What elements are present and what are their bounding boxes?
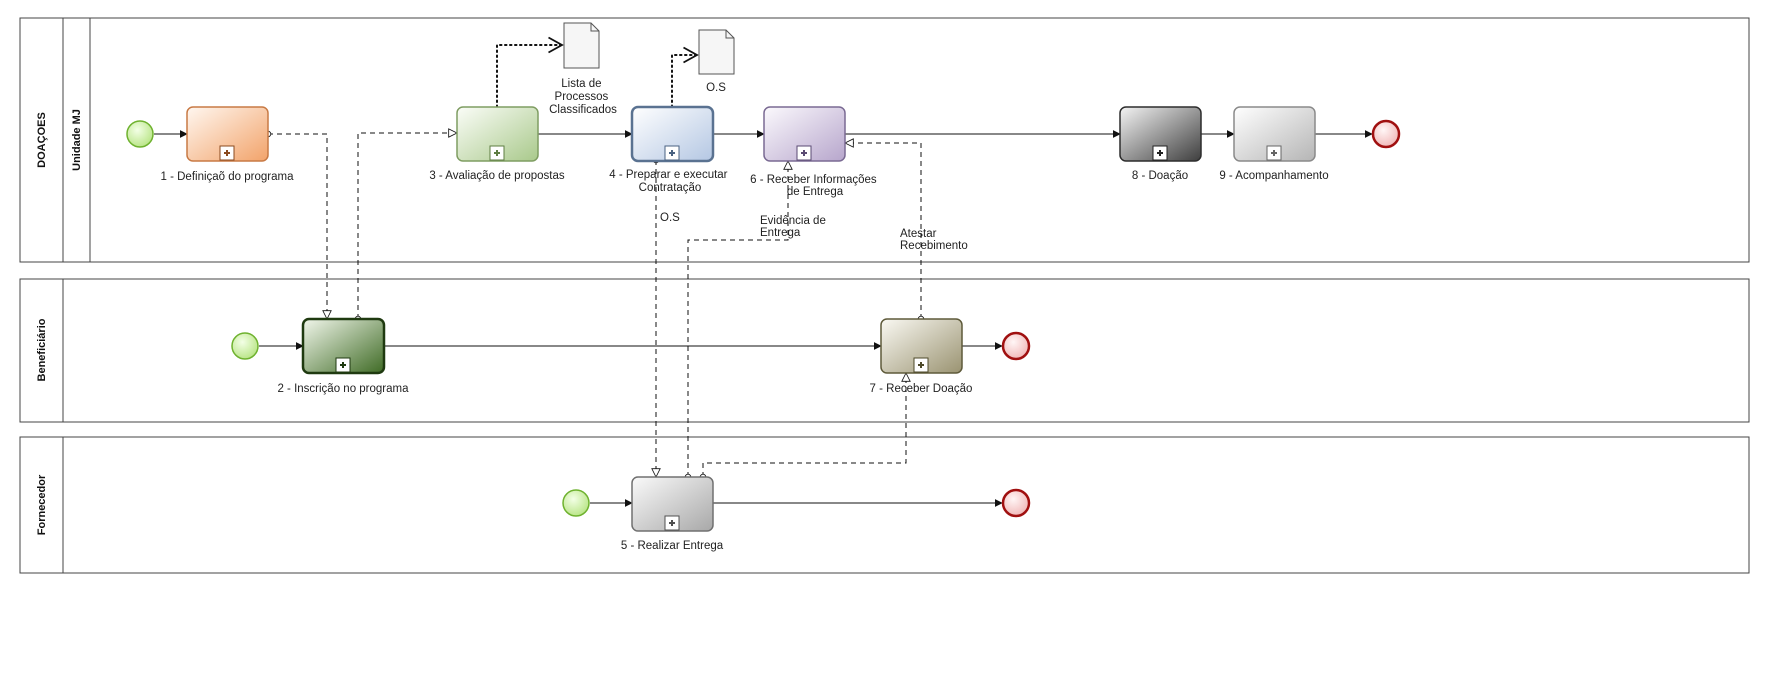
document-label-line: Processos <box>555 91 609 103</box>
task-6-receber-informacoes[interactable] <box>763 106 846 162</box>
message-label-os: O.S <box>660 212 680 224</box>
subprocess-plus-icon <box>913 357 929 373</box>
message-label-line: Atestar <box>900 228 937 240</box>
task-7-receber-doacao[interactable] <box>880 318 963 374</box>
document-icon <box>698 29 735 75</box>
end-event-fornecedor[interactable] <box>1001 488 1031 518</box>
task-5-realizar-entrega[interactable] <box>631 476 714 532</box>
task-label-4-line: Contratação <box>639 182 702 194</box>
task-labels: 1 - Definiçaõ do programa 2 - Inscrição … <box>161 169 1329 552</box>
task-label-2: 2 - Inscrição no programa <box>277 383 409 395</box>
task-4-preparar-contratacao[interactable] <box>630 105 715 163</box>
subprocess-plus-icon <box>664 145 680 161</box>
subprocess-plus-icon <box>489 145 505 161</box>
subprocess-plus-icon <box>1152 145 1168 161</box>
msg-t7-t6 <box>845 143 921 319</box>
subprocess-plus-icon <box>335 357 351 373</box>
task-label-3: 3 - Avaliação de propostas <box>429 170 565 182</box>
assoc-t4-d2 <box>671 46 699 108</box>
pool-doacoes: DOAÇOES Unidade MJ <box>19 17 1750 263</box>
message-flows <box>268 133 921 477</box>
msg-t5-t6 <box>688 161 788 477</box>
end-event-doacoes[interactable] <box>1371 119 1401 149</box>
start-event-fornecedor[interactable] <box>562 489 590 517</box>
msg-t2-t3 <box>358 133 457 319</box>
subprocess-plus-icon <box>796 145 812 161</box>
pool-label-doacoes: DOAÇOES <box>36 112 48 168</box>
subprocess-plus-icon <box>664 515 680 531</box>
msg-t5-t7 <box>703 373 906 477</box>
lane-label-unidade-mj: Unidade MJ <box>71 109 83 171</box>
subprocess-plus-icon <box>219 145 235 161</box>
task-label-8: 8 - Doação <box>1132 170 1188 182</box>
task-label-6-line: de Entrega <box>787 186 844 198</box>
document-label-line: Lista de <box>561 78 601 90</box>
task-label-1: 1 - Definiçaõ do programa <box>161 171 295 183</box>
message-label-line: Evidência de <box>760 215 826 227</box>
task-label-4: 4 - Preparar e executar Contratação <box>609 169 730 194</box>
subprocess-plus-icon <box>1266 145 1282 161</box>
assoc-t3-d1 <box>496 36 564 108</box>
document-label-lista: Lista de Processos Classificados <box>549 78 617 116</box>
task-label-5: 5 - Realizar Entrega <box>621 540 724 552</box>
message-label-evidencia: Evidência de Entrega <box>760 215 829 239</box>
data-object-os <box>698 29 735 75</box>
message-label-line: Entrega <box>760 227 801 239</box>
data-object-lista-processos <box>563 22 600 69</box>
task-2-inscricao-programa[interactable] <box>301 317 386 375</box>
task-8-doacao[interactable] <box>1119 106 1202 162</box>
data-associations <box>496 36 699 108</box>
document-label-os: O.S <box>706 82 726 94</box>
document-icon <box>563 22 600 69</box>
document-label-line: Classificados <box>549 104 617 116</box>
task-label-4-line: 4 - Preparar e executar <box>609 169 727 181</box>
sequence-flows <box>154 130 1373 507</box>
task-label-7: 7 - Receber Doação <box>870 383 973 395</box>
task-label-6: 6 - Receber Informações de Entrega <box>750 174 880 198</box>
start-event-doacoes[interactable] <box>126 120 154 148</box>
task-label-9: 9 - Acompanhamento <box>1219 170 1328 182</box>
msg-t1-t2 <box>268 134 327 319</box>
pool-fornecedor: Fornecedor <box>19 436 1750 574</box>
start-event-beneficiario[interactable] <box>231 332 259 360</box>
task-label-6-line: 6 - Receber Informações <box>750 174 877 186</box>
task-3-avaliacao-propostas[interactable] <box>456 106 539 162</box>
task-9-acompanhamento[interactable] <box>1233 106 1316 162</box>
message-label-atestar: Atestar Recebimento <box>900 228 968 252</box>
end-event-beneficiario[interactable] <box>1001 331 1031 361</box>
pool-label-beneficiario: Beneficiário <box>36 318 48 381</box>
annotation-labels: Lista de Processos Classificados O.S O.S… <box>549 78 968 252</box>
task-1-definicao-programa[interactable] <box>186 106 269 162</box>
message-label-line: Recebimento <box>900 240 968 252</box>
pool-label-fornecedor: Fornecedor <box>36 474 48 535</box>
